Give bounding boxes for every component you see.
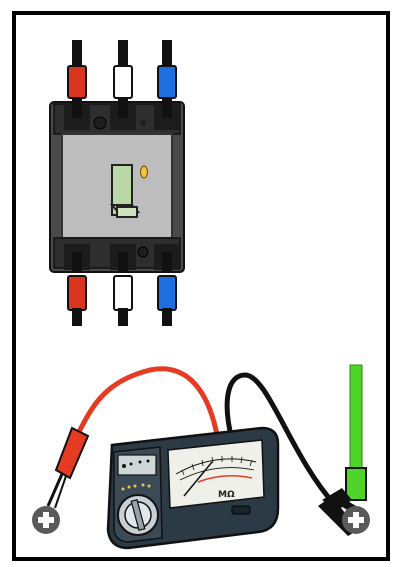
analog-scale: MΩ [167,439,265,509]
ground-rod[interactable] [345,364,367,501]
meter-test-button[interactable] [231,505,251,515]
meter-brand-label: MΩ [218,490,235,500]
breaker-indicator-light [139,165,149,179]
insulation-tester[interactable]: MΩ [106,426,280,550]
meter-needle [183,461,213,497]
red-lead-wire [77,366,221,443]
red-test-probe[interactable] [46,426,90,509]
range-selector-knob[interactable] [117,494,159,536]
plus-circle-icon[interactable] [342,506,370,534]
meter-range-plate [117,454,157,476]
plus-circle-icon[interactable] [32,506,60,534]
breaker-top-terminals [67,40,177,99]
circuit-breaker[interactable] [49,40,185,326]
breaker-handle[interactable] [109,164,141,218]
test-leads [77,366,338,508]
black-lead-wire [224,372,338,508]
breaker-bottom-terminals [67,275,177,326]
